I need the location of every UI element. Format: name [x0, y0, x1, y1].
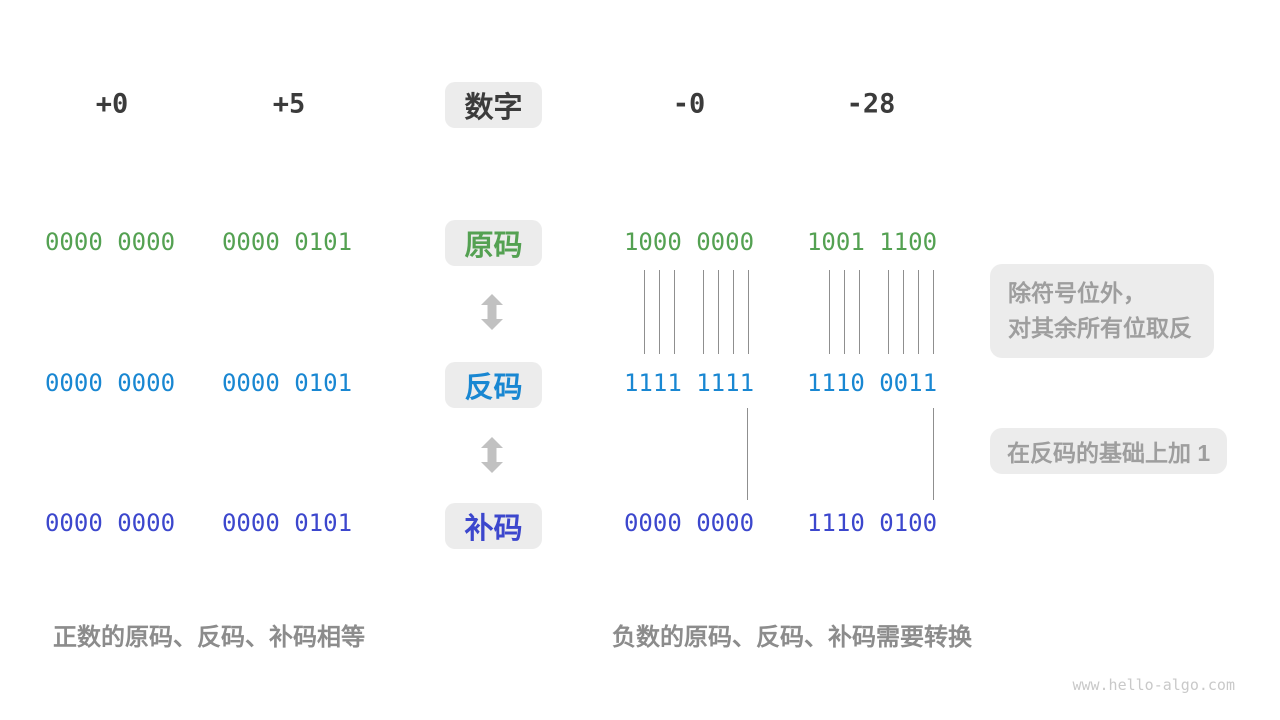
- ones-comp-plus0: 0000 0000: [44, 369, 176, 397]
- add-one-line-minus28: [933, 408, 934, 500]
- up-down-arrow-icon: [481, 294, 503, 330]
- flip-bits-note-line2: 对其余所有位取反: [1008, 315, 1192, 341]
- header-value-minus28: -28: [846, 88, 896, 120]
- ones-comp-label-box: 反码: [445, 362, 542, 408]
- header-value-minus0: -0: [672, 88, 706, 120]
- site-watermark: www.hello-algo.com: [1072, 676, 1235, 694]
- positive-numbers-caption: 正数的原码、反码、补码相等: [53, 624, 365, 651]
- twos-comp-minus28: 1110 0100: [806, 509, 938, 537]
- header-value-plus5: +5: [272, 88, 306, 120]
- twos-comp-label-box: 补码: [445, 503, 542, 549]
- ones-comp-label: 反码: [464, 372, 523, 404]
- sign-code-plus5: 0000 0101: [221, 228, 353, 256]
- add-one-note: 在反码的基础上加 1: [990, 428, 1228, 474]
- twos-comp-plus0: 0000 0000: [44, 509, 176, 537]
- sign-code-label: 原码: [464, 230, 523, 262]
- header-value-plus0: +0: [95, 88, 129, 120]
- ones-comp-minus28: 1110 0011: [806, 369, 938, 397]
- sign-code-plus0: 0000 0000: [44, 228, 176, 256]
- flip-bits-note-line1: 除符号位外，: [1008, 280, 1146, 306]
- add-one-line-minus0: [747, 408, 748, 500]
- flip-bits-note: 除符号位外， 对其余所有位取反: [990, 264, 1214, 358]
- ones-comp-plus5: 0000 0101: [221, 369, 353, 397]
- sign-code-label-box: 原码: [445, 220, 542, 266]
- header-label-box: 数字: [445, 82, 542, 128]
- sign-code-minus28: 1001 1100: [806, 228, 938, 256]
- up-down-arrow-icon: [481, 437, 503, 473]
- twos-comp-plus5: 0000 0101: [221, 509, 353, 537]
- twos-comp-label: 补码: [464, 513, 523, 545]
- sign-code-minus0: 1000 0000: [623, 228, 755, 256]
- ones-comp-minus0: 1111 1111: [623, 369, 755, 397]
- header-label: 数字: [464, 92, 523, 124]
- negative-numbers-caption: 负数的原码、反码、补码需要转换: [612, 624, 972, 651]
- twos-comp-minus0: 0000 0000: [623, 509, 755, 537]
